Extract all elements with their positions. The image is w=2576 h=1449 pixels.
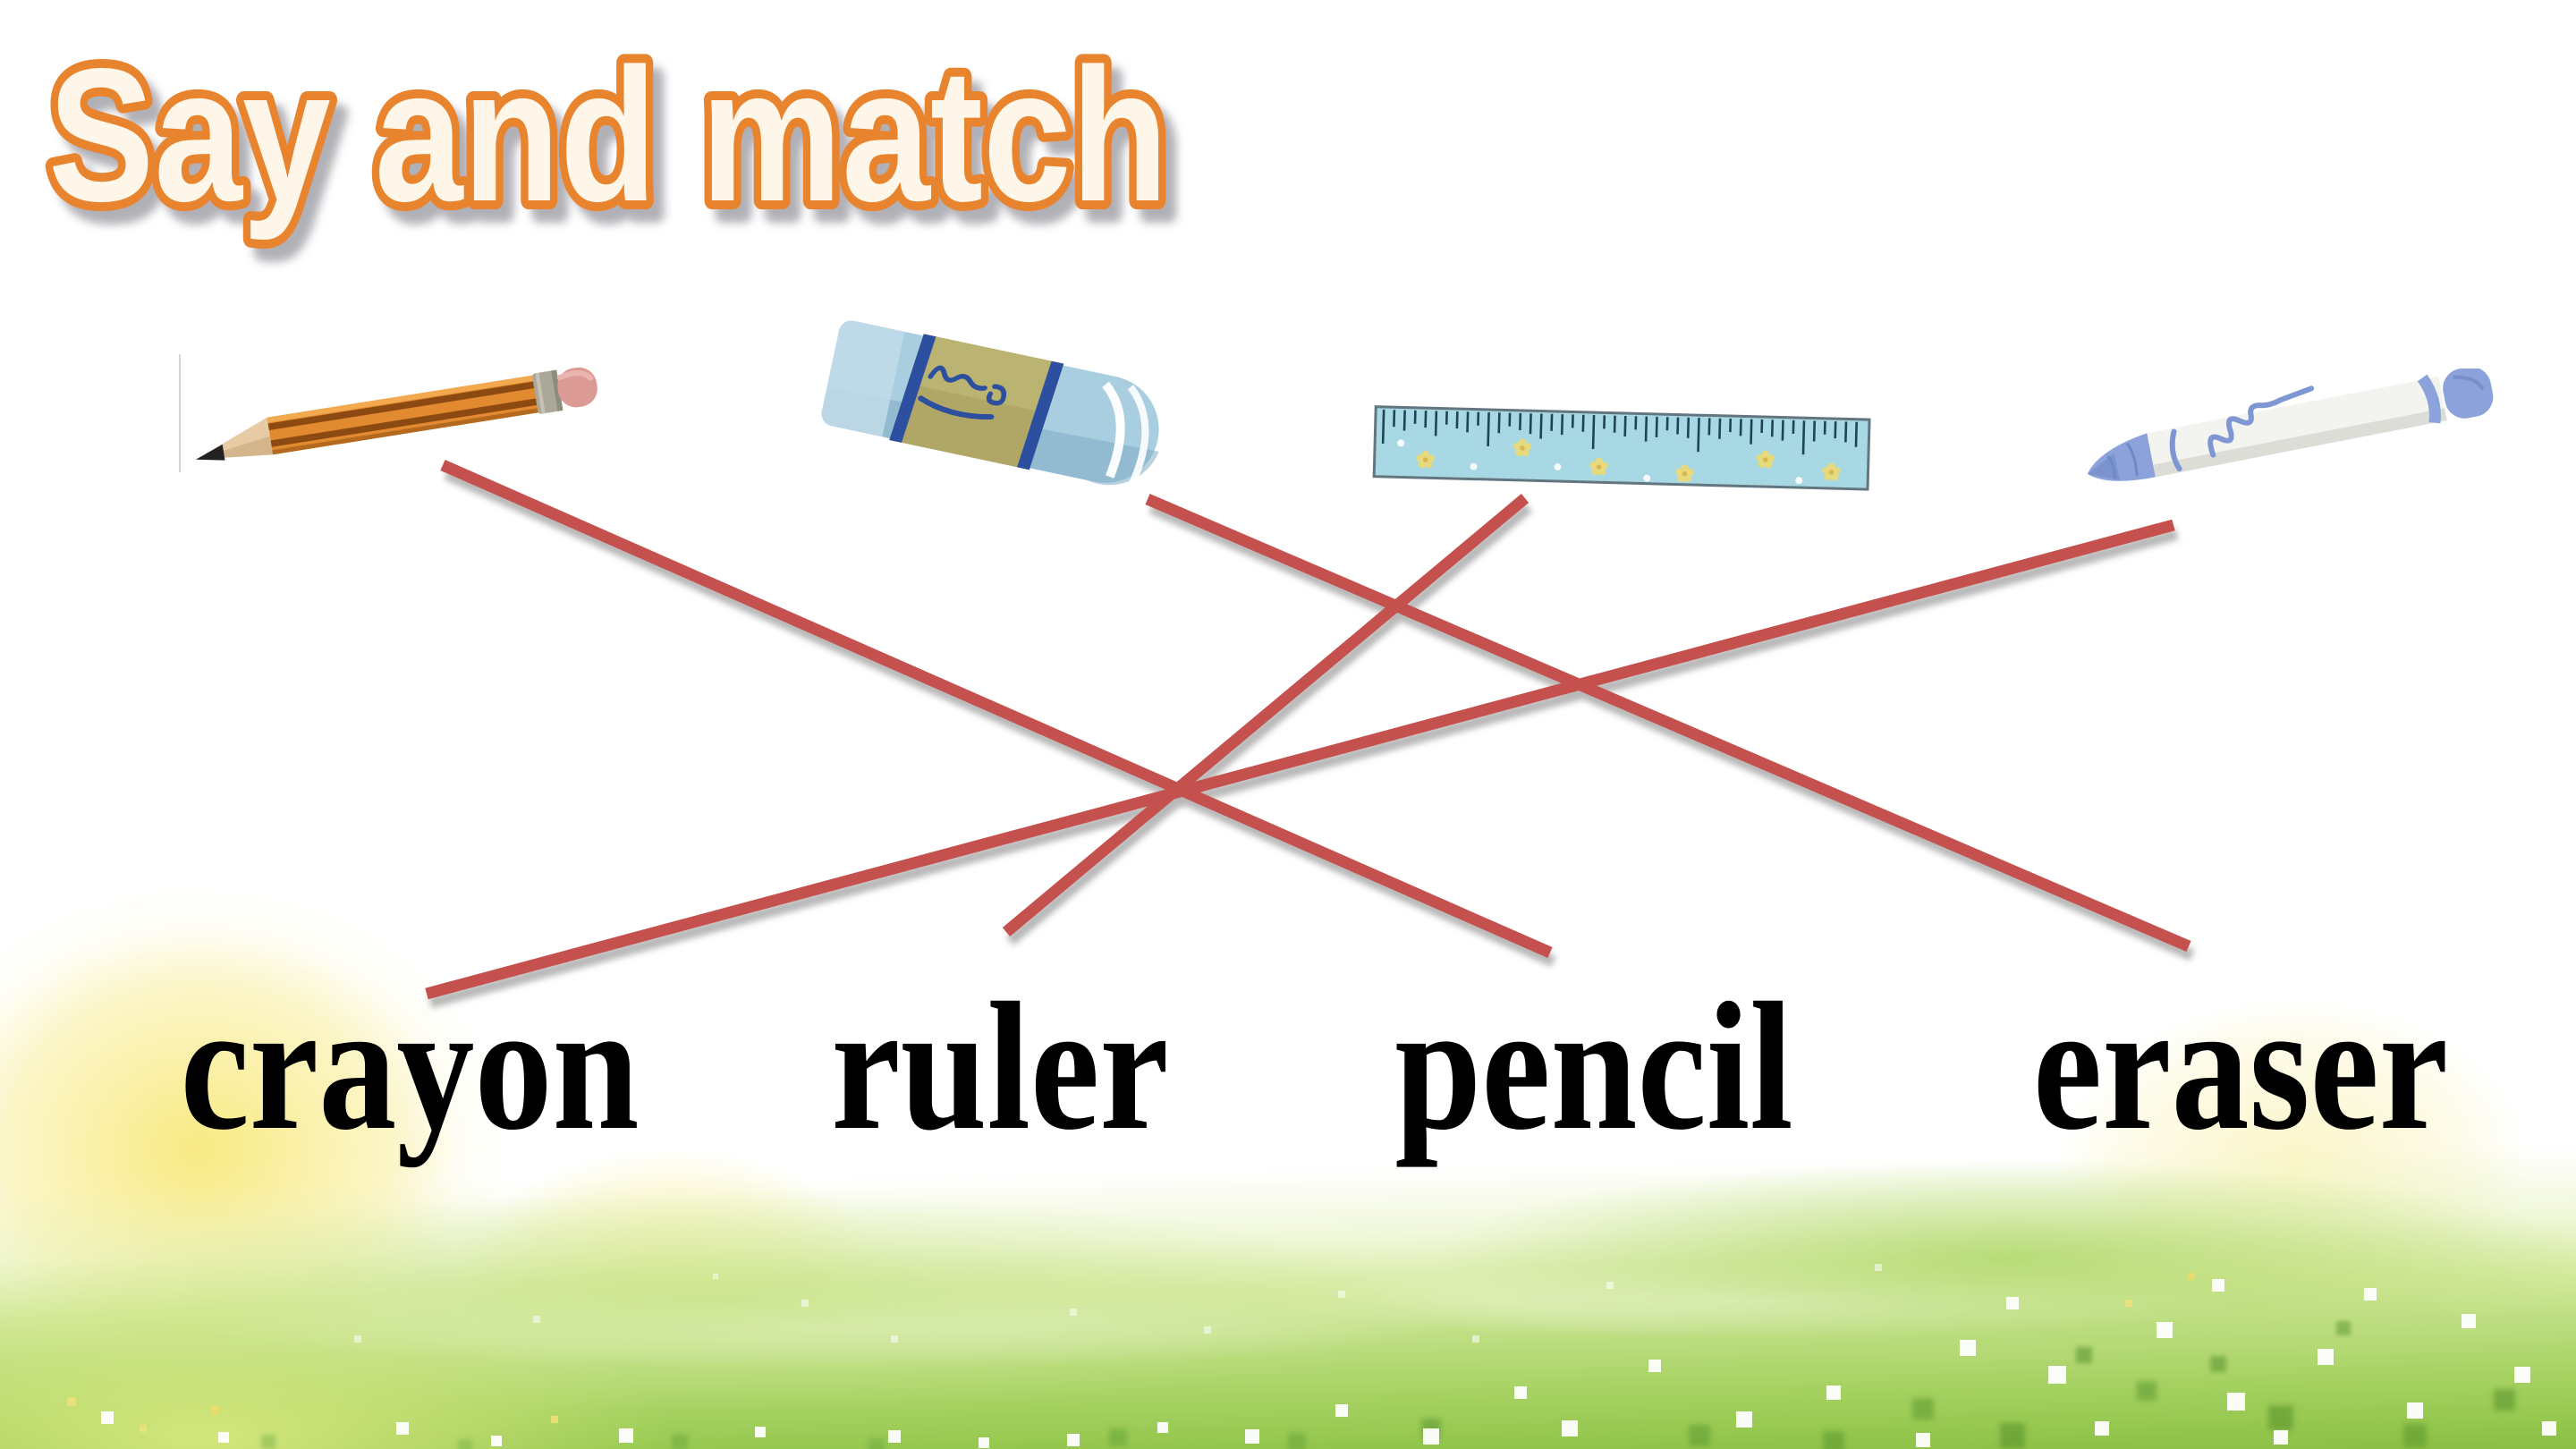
match-line-pencil bbox=[440, 460, 1553, 958]
match-line-eraser bbox=[1145, 494, 2191, 952]
word-crayon[interactable]: crayon bbox=[180, 965, 640, 1168]
title-wordart: Say and match bbox=[39, 20, 1177, 250]
pencil-image[interactable] bbox=[179, 351, 626, 480]
ruler-ticks bbox=[1381, 409, 1859, 455]
eraser-image[interactable] bbox=[803, 315, 1224, 512]
crayon-image[interactable] bbox=[2073, 369, 2512, 494]
word-eraser[interactable]: eraser bbox=[2032, 965, 2449, 1168]
ruler-image[interactable] bbox=[1370, 401, 1880, 504]
match-line-crayon bbox=[425, 519, 2175, 1000]
meadow-background bbox=[0, 1140, 2576, 1449]
word-pencil[interactable]: pencil bbox=[1394, 965, 1793, 1168]
page-title: Say and match bbox=[48, 29, 1168, 241]
image-edge-artifact bbox=[179, 354, 181, 472]
match-line-ruler bbox=[1002, 494, 1530, 936]
word-ruler[interactable]: ruler bbox=[831, 965, 1169, 1168]
